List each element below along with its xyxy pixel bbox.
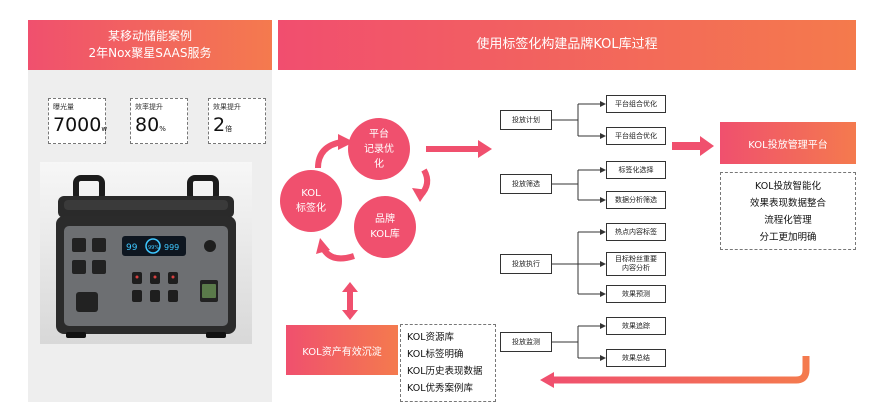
item-label: 目标粉丝重要	[615, 255, 657, 263]
cycle-to-process-arrow	[426, 146, 480, 152]
circle-text: 品牌	[374, 214, 395, 225]
item-platform-combo-2: 平台组合优化	[606, 127, 666, 145]
item-label: 标签化选择	[618, 165, 654, 174]
item-data-analysis: 数据分析筛选	[606, 191, 666, 209]
to-platform-arrow	[672, 142, 702, 150]
asset-arrow-up	[342, 282, 358, 292]
platform-features: KOL投放智能化 效果表现数据整合 流程化管理 分工更加明确	[720, 172, 856, 250]
cycle-arrow-head	[316, 238, 330, 254]
item-platform-combo-1: 平台组合优化	[606, 95, 666, 113]
asset-item: KOL历史表现数据	[407, 366, 483, 377]
item-hot-content-tag: 热点内容标签	[606, 223, 666, 241]
item-fan-content-analysis: 目标粉丝重要 内容分析	[606, 252, 666, 276]
to-platform-arrow-head	[700, 136, 714, 156]
circle-text: 化	[374, 158, 384, 170]
platform-feature: 效果表现数据整合	[749, 198, 826, 209]
circle-brand-kol-library: 品牌 KOL库	[354, 196, 416, 258]
circle-kol-tagging: KOL 标签化	[280, 170, 342, 232]
power-station-image: 99 99% 999	[56, 175, 236, 338]
asset-item: KOL优秀案例库	[407, 383, 473, 394]
metric-label: 效果提升	[213, 103, 241, 111]
stage-label: 投放监测	[512, 337, 540, 346]
stage-monitor: 投放监测	[500, 332, 552, 352]
item-label: 效果追踪	[622, 321, 650, 330]
item-effect-forecast: 效果预测	[606, 285, 666, 303]
item-label: 平台组合优化	[615, 131, 657, 140]
metric-efficiency: 效率提升 80%	[130, 98, 188, 144]
process-header: 使用标签化构建品牌KOL库过程	[278, 20, 856, 70]
circle-text: 记录优	[364, 143, 394, 155]
asset-accumulation-box: KOL资产有效沉淀	[286, 325, 398, 375]
product-photo: 99 99% 999	[40, 162, 252, 344]
case-subtitle: 2年Nox聚星SAAS服务	[88, 46, 212, 60]
metric-unit: w	[101, 125, 108, 133]
platform-title: KOL投放管理平台	[748, 139, 828, 151]
tree-arrowheads	[600, 101, 606, 361]
item-label: 内容分析	[622, 264, 650, 272]
stage-label: 投放执行	[512, 259, 540, 268]
platform-feature: 流程化管理	[764, 215, 812, 226]
stage-label: 投放计划	[512, 115, 540, 124]
circle-platform-optimize: 平台 记录优 化	[348, 118, 410, 180]
metric-value: 80	[135, 114, 160, 136]
metric-unit: 倍	[225, 125, 233, 133]
item-label: 效果预测	[622, 289, 650, 298]
return-arrow	[552, 356, 810, 384]
return-arrow-head	[540, 372, 554, 388]
item-effect-tracking: 效果追踪	[606, 317, 666, 335]
metric-label: 曝光量	[53, 103, 74, 111]
cycle-to-process-arrow-head	[478, 140, 492, 158]
platform-feature: KOL投放智能化	[755, 181, 821, 192]
stage-label: 投放筛选	[512, 179, 540, 188]
item-label: 数据分析筛选	[615, 195, 657, 204]
circle-text: 平台	[369, 128, 389, 140]
asset-arrow-down	[342, 310, 358, 320]
circle-text: 标签化	[296, 203, 326, 214]
display-center: 99%	[148, 245, 159, 251]
asset-double-arrow	[347, 290, 353, 312]
stage-execute: 投放执行	[500, 254, 552, 274]
metric-value: 2	[213, 114, 226, 136]
metric-effect: 效果提升 2倍	[208, 98, 266, 144]
item-label: 平台组合优化	[615, 99, 657, 108]
item-label: 热点内容标签	[615, 227, 657, 236]
item-effect-summary: 效果总结	[606, 349, 666, 367]
metric-label: 效率提升	[135, 103, 163, 111]
metric-value: 7000	[53, 114, 102, 136]
cycle-arrow-head	[338, 134, 354, 150]
circle-text: KOL库	[370, 229, 400, 240]
case-title: 某移动储能案例	[107, 29, 192, 43]
asset-list: KOL资源库 KOL标签明确 KOL历史表现数据 KOL优秀案例库	[400, 324, 496, 402]
asset-item: KOL标签明确	[407, 349, 464, 360]
display-right: 999	[164, 243, 179, 252]
asset-item: KOL资源库	[407, 332, 454, 343]
kol-platform-box: KOL投放管理平台	[720, 122, 856, 164]
case-header: 某移动储能案例 2年Nox聚星SAAS服务	[28, 20, 272, 70]
display-left: 99	[126, 243, 138, 253]
item-label: 效果总结	[622, 353, 650, 362]
stage-plan: 投放计划	[500, 110, 552, 130]
tree-lines	[552, 103, 602, 359]
circle-text: KOL	[301, 188, 321, 199]
metric-unit: %	[159, 125, 166, 133]
metric-exposure: 曝光量 7000w	[48, 98, 108, 144]
cycle-arrow-head	[412, 188, 428, 202]
item-tag-selection: 标签化选择	[606, 161, 666, 179]
asset-title: KOL资产有效沉淀	[302, 346, 382, 358]
process-title: 使用标签化构建品牌KOL库过程	[476, 37, 658, 52]
platform-feature: 分工更加明确	[759, 232, 817, 243]
stage-screen: 投放筛选	[500, 174, 552, 194]
